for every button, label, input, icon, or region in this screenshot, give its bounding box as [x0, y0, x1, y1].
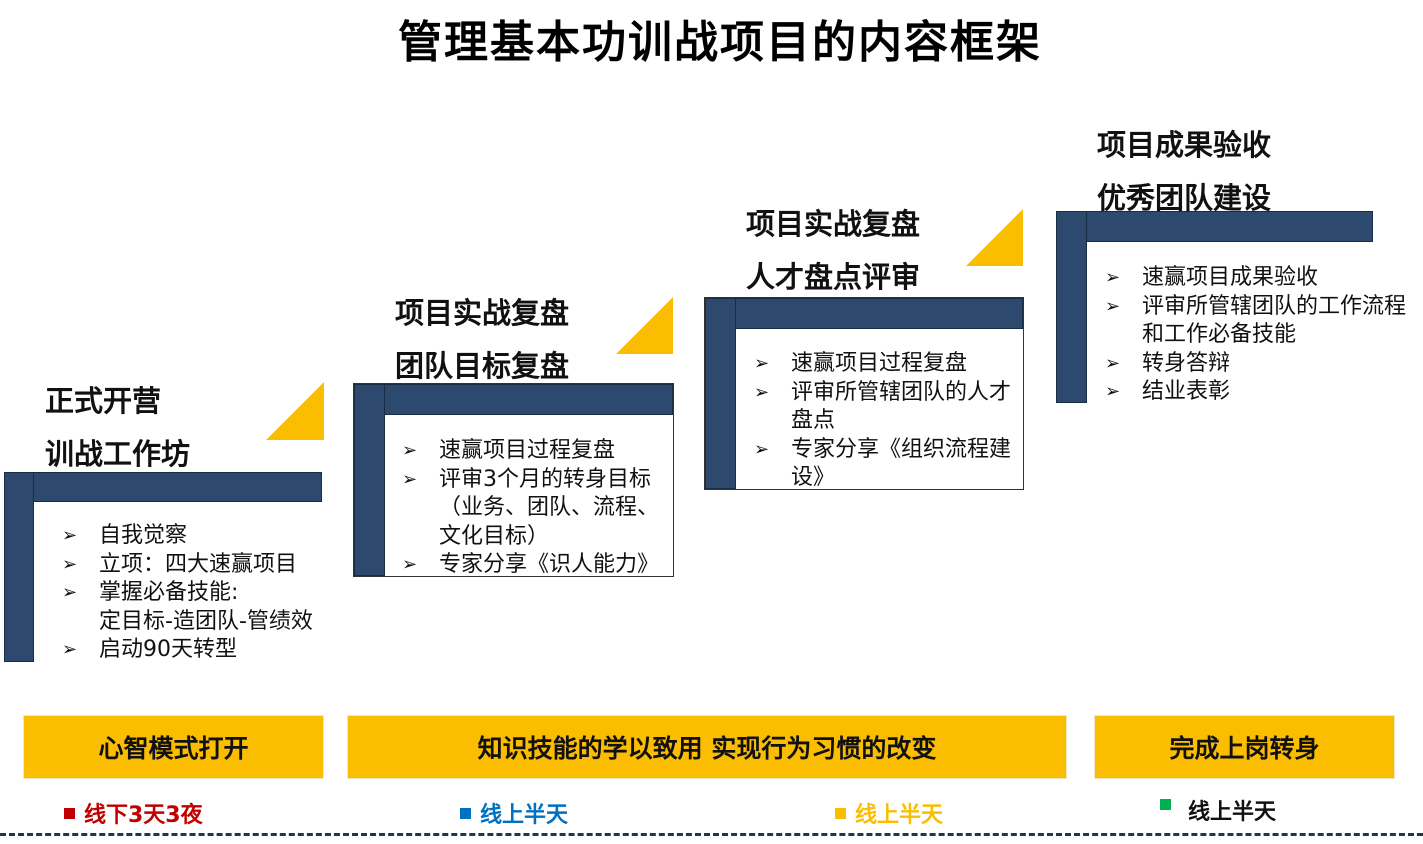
mode-offline: 线下3天3夜	[64, 797, 203, 829]
stage-3-bracket-side	[705, 298, 736, 489]
stage-3-bullet: 专家分享《组织流程建设》	[754, 436, 1016, 493]
phase-bar-apply: 知识技能的学以致用 实现行为习惯的改变	[348, 716, 1066, 778]
mode-square-icon	[835, 807, 846, 819]
mode-square-icon	[460, 807, 471, 819]
stage-3-triangle-icon	[966, 209, 1023, 266]
stage-4-bullet: 速赢项目成果验收	[1105, 264, 1413, 293]
stage-2-bracket-top	[354, 384, 673, 415]
stage-4-bracket-side	[1056, 211, 1087, 403]
stage-3-bullet: 速赢项目过程复盘	[754, 350, 1016, 379]
stage-3-title: 项目实战复盘 人才盘点评审	[746, 198, 920, 304]
stage-2-bullet: 评审3个月的转身目标（业务、团队、流程、文化目标）	[402, 466, 664, 552]
stage-2-title-line-2: 团队目标复盘	[395, 349, 570, 383]
mode-label: 线上半天	[855, 803, 944, 828]
stage-1-bullet: 掌握必备技能: 定目标-造团队-管绩效	[62, 579, 342, 636]
stage-4-title-line-2: 优秀团队建设	[1097, 181, 1272, 215]
stage-1-title-line-1: 正式开营	[45, 384, 162, 418]
phase-bar-transition: 完成上岗转身	[1095, 716, 1394, 778]
stage-2-bracket-side	[354, 384, 385, 576]
mode-label: 线下3天3夜	[84, 803, 203, 828]
stage-4-bullet-list: 速赢项目成果验收 评审所管辖团队的工作流程和工作必备技能 转身答辩 结业表彰	[1105, 264, 1413, 407]
stage-1-bracket-top	[4, 472, 322, 502]
stage-1-bullet: 启动90天转型	[62, 636, 342, 665]
stage-2-triangle-icon	[616, 297, 673, 354]
stage-1-bullet: 自我觉察	[62, 522, 342, 551]
stage-3-title-line-2: 人才盘点评审	[746, 260, 921, 294]
stage-3-bullet: 评审所管辖团队的人才盘点	[754, 379, 1016, 436]
stage-4-title-line-1: 项目成果验收	[1097, 128, 1272, 162]
stage-4-title: 项目成果验收 优秀团队建设	[1097, 119, 1271, 225]
page-title: 管理基本功训战项目的内容框架	[398, 17, 1042, 68]
stage-1-title: 正式开营 训战工作坊	[45, 375, 190, 481]
mode-online-2: 线上半天	[835, 797, 943, 829]
stage-2-bullet-list: 速赢项目过程复盘 评审3个月的转身目标（业务、团队、流程、文化目标） 专家分享《…	[402, 437, 664, 580]
mode-square-icon	[1160, 798, 1171, 810]
stage-1-title-line-2: 训战工作坊	[45, 437, 191, 471]
stage-4-bullet: 转身答辩	[1105, 350, 1413, 379]
stage-3-bullet-list: 速赢项目过程复盘 评审所管辖团队的人才盘点 专家分享《组织流程建设》	[754, 350, 1016, 493]
phase-bar-mindset: 心智模式打开	[24, 716, 323, 778]
stage-4-bracket-top	[1056, 211, 1373, 242]
bottom-divider	[0, 833, 1423, 836]
stage-1-triangle-icon	[266, 382, 324, 440]
stage-1-bullet-list: 自我觉察 立项：四大速赢项目 掌握必备技能: 定目标-造团队-管绩效 启动90天…	[62, 522, 342, 665]
stage-4-bullet: 结业表彰	[1105, 378, 1413, 407]
stage-2-bullet: 专家分享《识人能力》	[402, 551, 664, 580]
stage-3-title-line-1: 项目实战复盘	[746, 207, 921, 241]
stage-1-bullet: 立项：四大速赢项目	[62, 551, 342, 580]
stage-2-title: 项目实战复盘 团队目标复盘	[395, 287, 569, 393]
stage-2-title-line-1: 项目实战复盘	[395, 296, 570, 330]
mode-online-3: 线上半天	[1160, 794, 1276, 826]
stage-1-bracket-side	[4, 472, 34, 662]
stage-3-bracket-top	[705, 298, 1023, 329]
stage-4-bullet: 评审所管辖团队的工作流程和工作必备技能	[1105, 293, 1413, 350]
mode-label: 线上半天	[1188, 800, 1277, 825]
mode-square-icon	[64, 807, 75, 819]
mode-label: 线上半天	[480, 803, 569, 828]
stage-2-bullet: 速赢项目过程复盘	[402, 437, 664, 466]
mode-online-1: 线上半天	[460, 797, 568, 829]
